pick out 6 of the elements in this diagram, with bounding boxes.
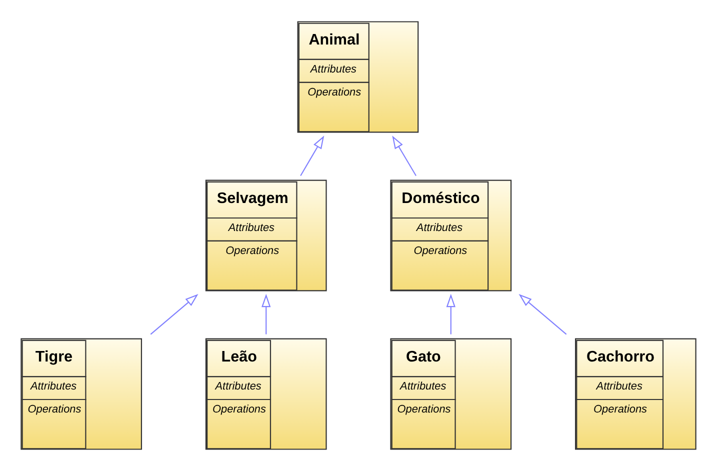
arrow (262, 294, 271, 334)
arrow (392, 136, 416, 176)
arrow (300, 136, 324, 176)
arrow (518, 294, 567, 335)
arrow (446, 294, 456, 334)
arrow (150, 294, 198, 335)
